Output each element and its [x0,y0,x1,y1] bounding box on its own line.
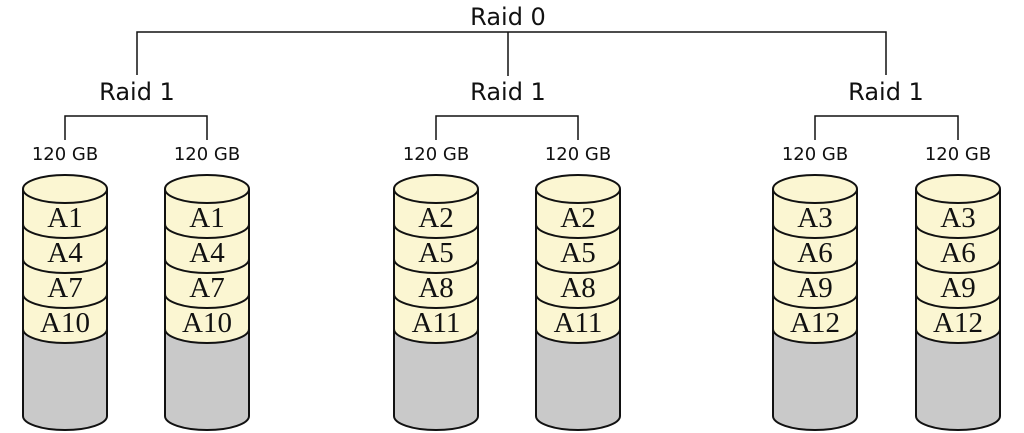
data-block: A7 [47,272,82,304]
disk-capacity: 120 GB [32,144,98,165]
raid-1-bracket [64,115,208,140]
data-block: A2 [418,202,453,234]
disk-top [772,174,858,204]
data-block: A9 [940,272,975,304]
disk-free-space [536,329,620,430]
block-divider [772,293,858,309]
disk-capacity: 120 GB [545,144,611,165]
data-block: A4 [47,237,83,269]
block-divider [915,293,1001,309]
data-block: A12 [933,307,983,339]
disk-free-space [23,329,107,430]
data-block: A8 [418,272,453,304]
data-block: A2 [560,202,595,234]
raid-0-bracket [136,31,887,76]
block-divider [915,223,1001,239]
disk-capacity: 120 GB [403,144,469,165]
block-divider [164,328,250,344]
block-divider [772,258,858,274]
block-divider [22,293,108,309]
block-divider [393,328,479,344]
block-divider [22,258,108,274]
disk-top [915,174,1001,204]
raid-1-label: Raid 1 [470,78,546,106]
block-divider [393,258,479,274]
block-divider [22,223,108,239]
data-block: A1 [47,202,82,234]
data-block: A6 [940,237,975,269]
block-divider [535,258,621,274]
block-divider [393,293,479,309]
data-block: A10 [40,307,90,339]
block-divider [535,328,621,344]
data-block: A5 [560,237,595,269]
disk-free-space [394,329,478,430]
raid-1-bracket [814,115,959,140]
block-divider [164,258,250,274]
disk-top [535,174,621,204]
data-block: A3 [797,202,832,234]
data-block: A9 [797,272,832,304]
disk-top [393,174,479,204]
block-divider [164,223,250,239]
block-divider [535,293,621,309]
block-divider [22,328,108,344]
block-divider [393,223,479,239]
raid-0-label: Raid 0 [470,3,546,31]
data-block: A6 [797,237,832,269]
block-divider [535,223,621,239]
raid-1-label: Raid 1 [99,78,175,106]
disk-free-space [773,329,857,430]
disk-capacity: 120 GB [174,144,240,165]
block-divider [915,328,1001,344]
raid-1-label: Raid 1 [848,78,924,106]
data-block: A11 [412,307,461,339]
data-block: A12 [790,307,840,339]
block-divider [772,328,858,344]
disk-capacity: 120 GB [782,144,848,165]
block-divider [915,258,1001,274]
block-divider [772,223,858,239]
data-block: A5 [418,237,453,269]
disk-capacity: 120 GB [925,144,991,165]
data-block: A11 [554,307,603,339]
data-block: A1 [189,202,224,234]
block-divider [164,293,250,309]
data-block: A4 [189,237,225,269]
data-block: A3 [940,202,975,234]
disk-free-space [916,329,1000,430]
raid-1-bracket [435,115,579,140]
disk-free-space [165,329,249,430]
disk-top [22,174,108,204]
disk-top [164,174,250,204]
data-block: A7 [189,272,224,304]
data-block: A8 [560,272,595,304]
raid-0-connectors [136,31,887,76]
data-block: A10 [182,307,232,339]
